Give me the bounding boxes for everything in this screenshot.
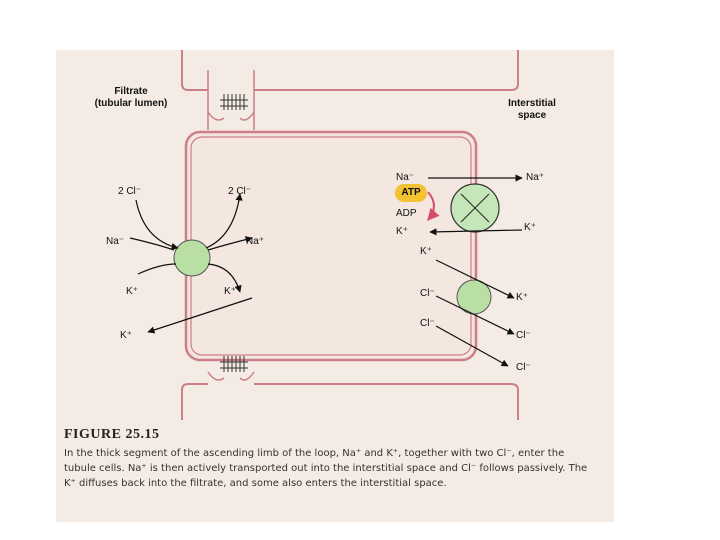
channel-cl1-out-label: Cl⁻ (516, 330, 531, 341)
tight-junction-top (220, 94, 248, 110)
figure-caption: In the thick segment of the ascending li… (64, 448, 588, 489)
lumen-2cl-right-label: 2 Cl⁻ (228, 186, 252, 197)
lumen-k-bottom-label: K⁺ (120, 330, 132, 341)
arrow-k-in-pump (429, 228, 523, 236)
lumen-k-top-right-label: K⁺ (224, 286, 236, 297)
arrow-2cl-right (205, 193, 243, 249)
lumen-na-left-label: Na⁻ (106, 236, 125, 247)
pump-na-in-label: Na⁻ (396, 172, 415, 183)
arrow-na-left (129, 237, 175, 251)
filtrate-label: Filtrate (114, 86, 148, 97)
arrow-cl2-channel (435, 325, 509, 367)
atp-badge: ATP (395, 184, 427, 202)
lumen-2cl-left-label: 2 Cl⁻ (118, 186, 142, 197)
arrow-2cl-left (135, 199, 179, 251)
channel-cl2-out-label: Cl⁻ (516, 362, 531, 373)
arrow-k-into-cell (207, 263, 242, 293)
figure-number: FIGURE 25.15 (64, 427, 160, 442)
lumen-na-right-label: Na⁺ (246, 236, 265, 247)
pump-na-out-label: Na⁺ (526, 172, 545, 183)
arrow-k-back-to-lumen (147, 297, 253, 334)
space-label: space (517, 110, 547, 121)
pump-k-out-label: K⁺ (524, 222, 536, 233)
pump-k-in-label: K⁺ (396, 226, 408, 237)
channel-k-in-label: K⁺ (420, 246, 432, 257)
tubular-lumen-label: (tubular lumen) (94, 98, 168, 109)
interstitial-label: Interstitial (508, 98, 556, 109)
junction-curves-top (207, 111, 255, 121)
channel-cl2-in-label: Cl⁻ (420, 318, 435, 329)
channel-cl1-in-label: Cl⁻ (420, 288, 435, 299)
lumen-k-top-left-label: K⁺ (126, 286, 138, 297)
tight-junction-bottom (220, 356, 248, 372)
channel-k-out-label: K⁺ (516, 292, 528, 303)
lower-cell-edge (181, 383, 519, 420)
atp-to-adp-arrow (427, 191, 440, 221)
adp-label: ADP (396, 208, 417, 219)
arrow-cl1-channel (435, 295, 515, 335)
junction-curves-bottom (207, 371, 255, 381)
arrow-k-channel (435, 259, 515, 299)
upper-cell-edge (181, 50, 519, 91)
arrow-k-top (137, 263, 177, 275)
cotransporter (173, 239, 211, 277)
figure-panel: Filtrate (tubular lumen) Interstitial sp… (56, 50, 614, 522)
arrow-na-right (207, 236, 253, 251)
